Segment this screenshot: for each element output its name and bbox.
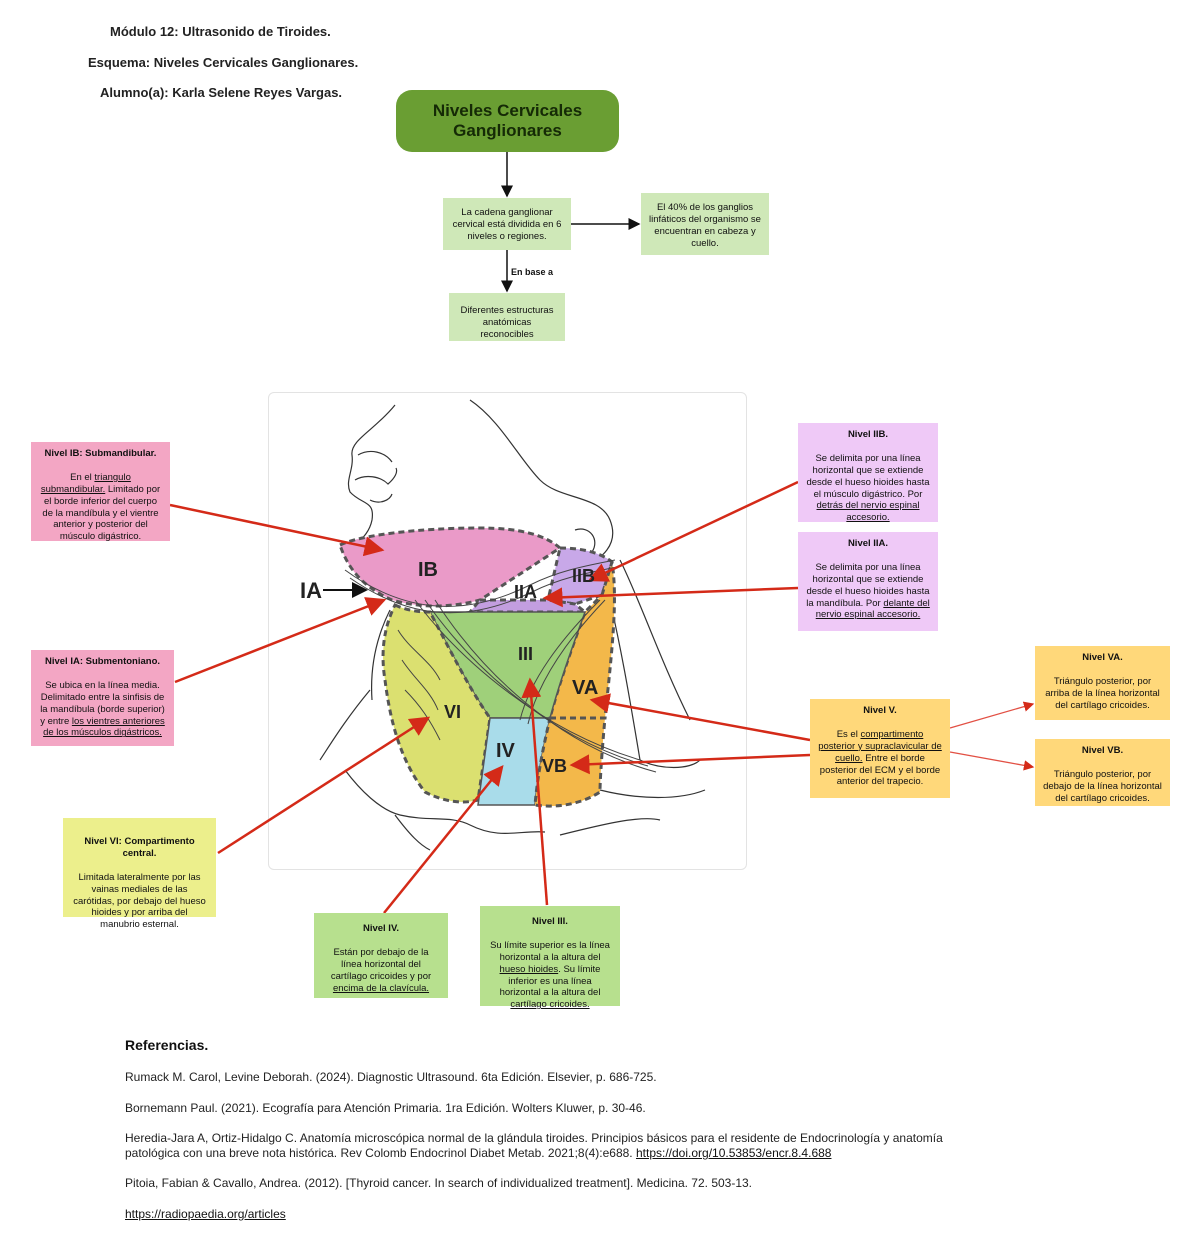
red-arrow-iv: [383, 765, 504, 914]
label-va: VA: [572, 677, 598, 699]
red-arrow-v-to-va-note: [949, 701, 1035, 729]
note-iib: Nivel IIB. Se delimita por una línea hor…: [798, 423, 938, 523]
red-arrow-iia: [542, 586, 799, 608]
radiopaedia-link[interactable]: https://radiopaedia.org/articles: [125, 1207, 286, 1221]
note-iv-title: Nivel IV.: [362, 923, 400, 934]
note-iv: Nivel IV. Están por debajo de la línea h…: [314, 913, 448, 998]
red-arrow-ib: [169, 503, 385, 557]
note-vi: Nivel VI: Compartimento central. Limitad…: [63, 818, 216, 930]
red-arrow-v-to-vb-note: [949, 751, 1035, 771]
note-va: Nivel VA. Triángulo posterior, por arrib…: [1035, 646, 1170, 720]
note-vi-title: Nivel VI: Compartimento central.: [84, 836, 195, 859]
note-v-title: Nivel V.: [863, 705, 897, 716]
reference-1: Rumack M. Carol, Levine Deborah. (2024).…: [125, 1070, 657, 1084]
red-arrow-ia: [174, 597, 387, 684]
label-iii: III: [518, 644, 533, 664]
label-vi: VI: [444, 702, 461, 722]
note-ib: Nivel IB: Submandibular. En el triangulo…: [31, 442, 170, 542]
note-v: Nivel V. Es el compartimento posterior y…: [810, 699, 950, 798]
label-ib: IB: [418, 559, 438, 581]
red-arrow-vb-from-v: [569, 753, 811, 775]
label-iv: IV: [496, 740, 516, 762]
header-student: Alumno(a): Karla Selene Reyes Vargas.: [100, 85, 343, 100]
note-iia-title: Nivel IIA.: [847, 538, 889, 549]
note-va-title: Nivel VA.: [1082, 652, 1123, 663]
note-iii-title: Nivel III.: [532, 916, 568, 927]
forty-percent-box: El 40% de los ganglios linfáticos del or…: [641, 193, 769, 255]
reference-2: Bornemann Paul. (2021). Ecografía para A…: [125, 1101, 646, 1115]
edge-label-en-base-a: En base a: [511, 267, 554, 277]
references-title: Referencias.: [125, 1037, 209, 1053]
note-iia: Nivel IIA. Se delimita por una línea hor…: [798, 532, 938, 631]
doi-link[interactable]: https://doi.org/10.53853/encr.8.4.688: [635, 1146, 832, 1160]
reference-4: Pitoia, Fabian & Cavallo, Andrea. (2012)…: [125, 1176, 753, 1190]
region-ib: [338, 526, 563, 608]
note-iib-title: Nivel IIB.: [847, 429, 889, 440]
estructuras-box: Diferentes estructuras anatómicas recono…: [449, 293, 565, 341]
red-arrow-iib: [587, 480, 799, 582]
region-vi: [381, 603, 492, 804]
label-iib: IIB: [572, 566, 595, 586]
note-ia: Nivel IA: Submentoniano. Se ubica en la …: [31, 650, 174, 746]
region-iib: [546, 546, 614, 606]
label-vb: VB: [542, 756, 567, 776]
note-vb-title: Nivel VB.: [1081, 745, 1124, 756]
main-title: Niveles Cervicales Ganglionares: [396, 90, 619, 152]
note-ib-title: Nivel IB: Submandibular.: [44, 448, 157, 459]
red-arrow-iii: [521, 677, 549, 906]
cadena-box: La cadena ganglionar cervical está divid…: [443, 198, 571, 250]
header-module: Módulo 12: Ultrasonido de Tiroides.: [110, 24, 331, 39]
note-iii: Nivel III. Su límite superior es la líne…: [480, 906, 620, 1010]
neck-illustration: [319, 399, 706, 851]
red-arrow-va-from-v: [589, 693, 811, 742]
label-iia: IIA: [514, 582, 537, 602]
red-arrow-vi: [217, 716, 431, 855]
note-vb: Nivel VB. Triángulo posterior, por debaj…: [1035, 739, 1170, 806]
label-ia: IA: [300, 578, 322, 603]
reference-3: Heredia-Jara A, Ortiz-Hidalgo C. Anatomí…: [125, 1131, 943, 1160]
header-scheme: Esquema: Niveles Cervicales Ganglionares…: [88, 55, 359, 70]
note-ia-title: Nivel IA: Submentoniano.: [44, 656, 161, 667]
